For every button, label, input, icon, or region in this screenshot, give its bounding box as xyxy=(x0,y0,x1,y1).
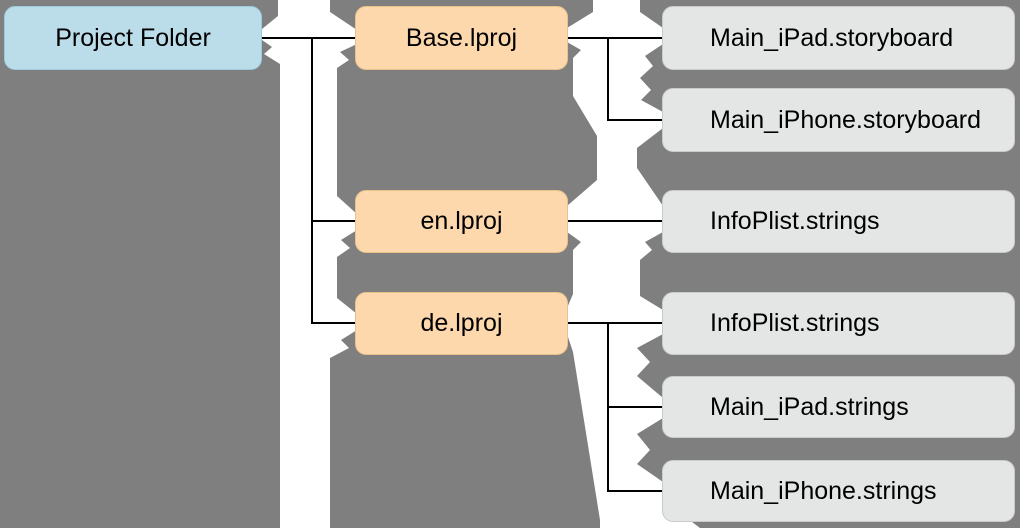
node-infoplist-strings-de-label: InfoPlist.strings xyxy=(710,309,880,337)
connector-lines xyxy=(262,37,663,492)
node-project-folder: Project Folder xyxy=(4,6,262,70)
node-main-ipad-storyboard-label: Main_iPad.storyboard xyxy=(710,23,954,52)
node-infoplist-strings-en: InfoPlist.strings xyxy=(662,190,1015,253)
node-de-lproj-label: de.lproj xyxy=(420,309,503,337)
node-project-folder-label: Project Folder xyxy=(55,23,211,52)
node-base-lproj-label: Base.lproj xyxy=(405,23,518,52)
node-main-ipad-strings: Main_iPad.strings xyxy=(662,376,1015,438)
node-de-lproj: de.lproj xyxy=(355,292,568,355)
connector-paths xyxy=(262,37,663,492)
node-en-lproj-label: en.lproj xyxy=(420,207,503,235)
node-base-lproj: Base.lproj xyxy=(355,6,568,70)
node-main-ipad-strings-label: Main_iPad.strings xyxy=(710,392,909,421)
node-en-lproj: en.lproj xyxy=(355,190,568,253)
node-main-iphone-storyboard: Main_iPhone.storyboard xyxy=(662,88,1015,152)
node-main-ipad-storyboard: Main_iPad.storyboard xyxy=(662,6,1015,70)
node-infoplist-strings-en-label: InfoPlist.strings xyxy=(710,207,880,235)
torn-edge-left-strip xyxy=(262,0,357,528)
torn-edge-right-strip xyxy=(567,0,700,528)
node-infoplist-strings-de: InfoPlist.strings xyxy=(662,292,1015,355)
node-main-iphone-storyboard-label: Main_iPhone.storyboard xyxy=(710,105,981,134)
node-main-iphone-strings: Main_iPhone.strings xyxy=(662,460,1015,522)
node-main-iphone-strings-label: Main_iPhone.strings xyxy=(710,476,937,505)
